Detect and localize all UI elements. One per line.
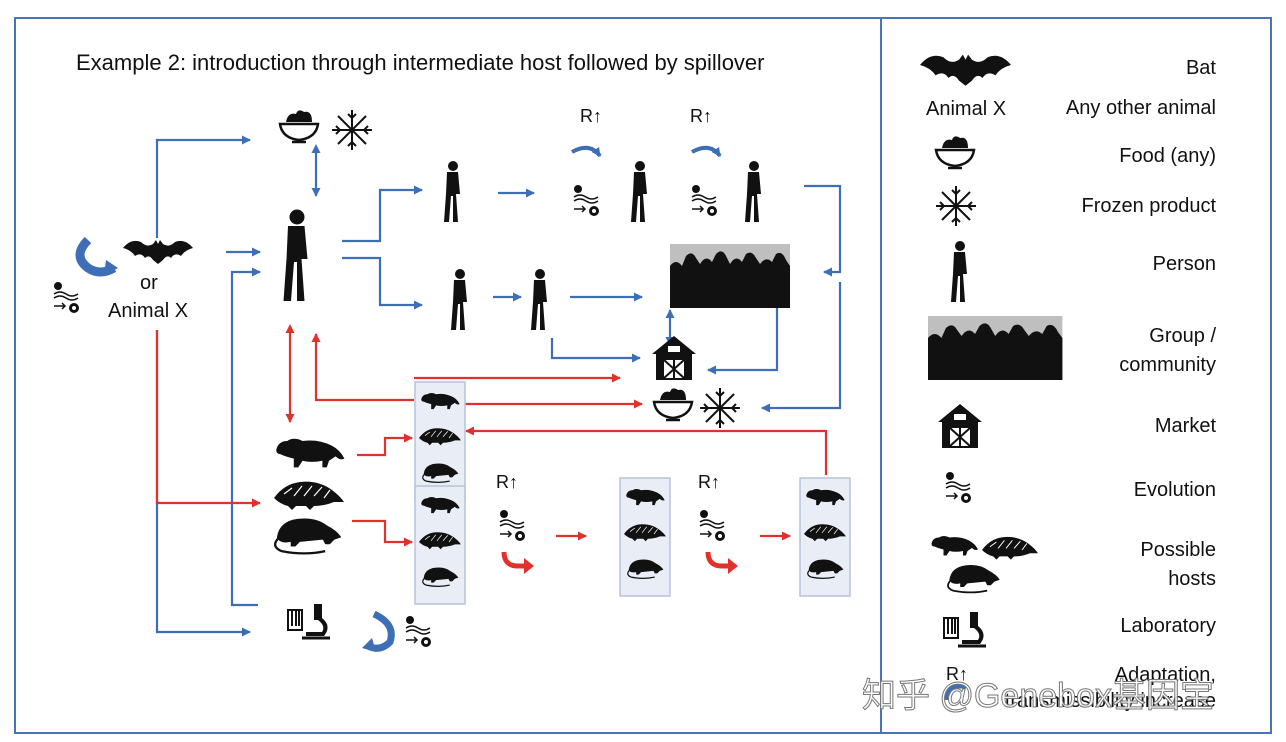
- figure-frame: [14, 17, 1272, 734]
- legend-evolution-label: Evolution: [1133, 479, 1216, 501]
- legend-divider: [880, 17, 882, 734]
- possible-hosts-box: [415, 486, 465, 604]
- legend-person-icon: [951, 241, 967, 302]
- legend-person-label: Person: [1152, 253, 1216, 275]
- evolution-icon: [405, 615, 432, 648]
- r-up-label: R↑: [698, 472, 720, 492]
- evolution-icon: [699, 509, 726, 542]
- legend-hosts-icon: [931, 536, 1039, 594]
- legend-market-label: Market: [1154, 415, 1216, 437]
- legend-lab-icon: [942, 610, 988, 648]
- possible-hosts-box: [415, 382, 465, 500]
- legend-market-icon: [937, 403, 983, 449]
- person-icon: [444, 161, 460, 222]
- large-rat-icon: [273, 517, 343, 555]
- r-up-label: R↑: [580, 106, 602, 126]
- legend-other-animal-label: Any other animal: [1065, 97, 1216, 119]
- legend-bat-label: Bat: [1185, 57, 1216, 79]
- large-pangolin-icon: [273, 481, 345, 511]
- market-barn-icon: [651, 335, 697, 381]
- watermark: 知乎 @Genebox基因宝: [862, 677, 1215, 716]
- evolution-icon: [499, 509, 526, 542]
- possible-hosts-box: [620, 478, 670, 596]
- legend-frozen-label: Frozen product: [1081, 195, 1216, 217]
- snowflake-icon: [699, 387, 741, 429]
- person-icon: [531, 269, 547, 330]
- bat-icon: [123, 240, 193, 264]
- or-label: or: [140, 272, 158, 294]
- legend-evolution-icon: [945, 471, 972, 504]
- snowflake-icon: [331, 109, 373, 151]
- person-icon: [631, 161, 647, 222]
- person-icon: [745, 161, 761, 222]
- red-flow-arrows: [155, 324, 828, 547]
- legend-group-label: Group / community: [1119, 325, 1216, 376]
- r-up-label: R↑: [496, 472, 518, 492]
- legend-food-icon: [934, 135, 976, 170]
- legend-frozen-icon: [935, 185, 977, 227]
- blue-flow-arrows: [155, 135, 842, 637]
- legend-adaptation-label: Adaptation, transmissibility increase: [1004, 664, 1216, 712]
- legend-adaptation-arrow: [943, 683, 966, 701]
- food-bowl-icon: [278, 109, 320, 144]
- evolution-icon: [573, 184, 600, 217]
- r-up-label: R↑: [690, 106, 712, 126]
- legend-hosts-label: Possible hosts: [1140, 539, 1216, 590]
- legend-bat-icon: [920, 54, 1011, 86]
- person-main-icon: [283, 209, 308, 301]
- possible-hosts-box: [800, 478, 850, 596]
- laboratory-icon: [286, 602, 332, 640]
- legend-animal-x-text: Animal X: [926, 98, 1007, 120]
- large-weasel-icon: [276, 438, 345, 468]
- person-icon: [451, 269, 467, 330]
- legend-food-label: Food (any): [1119, 145, 1216, 167]
- animal-x-label: Animal X: [108, 300, 189, 322]
- food-bowl-icon: [652, 387, 694, 422]
- diagram-title: Example 2: introduction through intermed…: [76, 50, 765, 75]
- legend-r-up-text: R↑: [946, 664, 968, 684]
- evolution-icon: [691, 184, 718, 217]
- legend-crowd-icon: [928, 316, 1063, 380]
- legend-lab-label: Laboratory: [1120, 615, 1216, 637]
- crowd-icon: [670, 244, 790, 308]
- evolution-icon: [53, 281, 80, 314]
